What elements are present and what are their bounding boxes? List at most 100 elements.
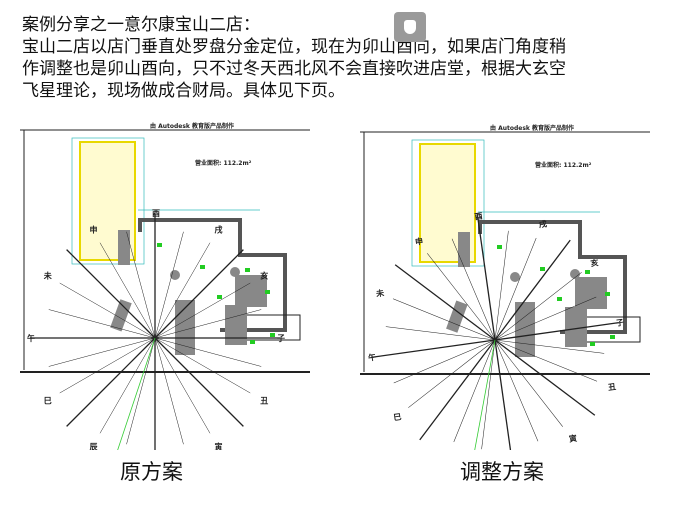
pillar [230, 267, 240, 277]
dimension-line [411, 139, 485, 267]
green-marker [610, 335, 615, 339]
compass-ray [48, 337, 156, 367]
compass-mark: 未 [43, 271, 52, 281]
watermark-text: 由 Autodesk 教育版产品制作 [490, 124, 574, 132]
compass-ray [494, 339, 514, 450]
green-marker [265, 290, 270, 294]
compass: 子丑寅卯辰巳午未申酉戌亥 [27, 209, 285, 450]
compass-ray [59, 282, 156, 339]
compass-ray [154, 337, 251, 394]
compass-mark: 酉 [474, 212, 483, 222]
display-table [110, 299, 132, 332]
compass-ray [392, 298, 496, 341]
compass-ray [494, 230, 509, 341]
compass-mark: 丑 [260, 397, 268, 406]
area-text: 营业面积: 112.2m² [535, 161, 592, 169]
compass-ray [126, 231, 156, 339]
green-marker [590, 342, 595, 346]
compass-ray [371, 339, 496, 359]
compass-ray [99, 337, 156, 434]
counter-wall [138, 218, 287, 332]
compass-ray [494, 339, 598, 382]
compass-ray [154, 337, 262, 367]
compass-ray [453, 339, 496, 443]
compass-ray [385, 326, 496, 341]
compass-ray [154, 231, 184, 339]
compass-ray [66, 249, 156, 339]
compass-mark: 亥 [260, 271, 268, 281]
compass-mark: 丑 [607, 382, 616, 392]
direction-line [471, 339, 496, 450]
compass-ray [154, 337, 244, 427]
caption-adjusted: 调整方案 [460, 460, 544, 484]
green-marker [497, 245, 502, 249]
green-marker [217, 295, 222, 299]
compass-ray [494, 272, 582, 341]
compass-mark: 辰 [90, 442, 98, 450]
green-marker [270, 333, 275, 337]
compass-ray [154, 282, 251, 339]
pillar [170, 270, 180, 280]
green-marker [605, 292, 610, 296]
compass-ray [494, 339, 563, 427]
green-marker [157, 243, 162, 247]
compass-ray [476, 216, 496, 341]
compass-ray [99, 242, 156, 339]
heading: 案例分享之一意尔康宝山二店： [22, 15, 260, 35]
compass-mark: 午 [27, 333, 35, 343]
green-marker [557, 297, 562, 301]
compass-ray [494, 239, 571, 341]
wall-block [458, 232, 470, 267]
wall-block [565, 307, 587, 347]
green-marker [200, 265, 205, 269]
compass-ray [419, 339, 496, 441]
direction-line [117, 337, 156, 450]
audio-icon[interactable] [394, 12, 426, 42]
wall-block [225, 305, 247, 345]
compass-ray [494, 339, 605, 354]
compass-ray [494, 237, 537, 341]
compass-ray [154, 337, 184, 445]
green-marker [250, 340, 255, 344]
compass-mark: 戌 [215, 225, 223, 235]
area-text: 营业面积: 112.2m² [195, 159, 252, 167]
compass: 子丑寅卯辰巳午未申酉戌亥 [368, 212, 624, 450]
pillar [570, 269, 580, 279]
compass-ray [494, 321, 619, 341]
intro-text: 案例分享之一意尔康宝山二店： 宝山二店以店门垂直处罗盘分金定位，现在为卯山酉向，… [22, 14, 682, 102]
caption-original: 原方案 [120, 460, 183, 484]
compass-mark: 巳 [393, 412, 402, 422]
body-line: 飞星理论，现场做成合财局。具体见下页。 [22, 81, 345, 101]
compass-mark: 午 [368, 352, 377, 363]
compass-mark: 巳 [44, 397, 52, 406]
compass-mark: 寅 [215, 441, 223, 450]
display-table [235, 275, 267, 307]
green-marker [245, 268, 250, 272]
compass-ray [451, 238, 496, 341]
wall-block [118, 230, 130, 265]
compass-ray [48, 309, 156, 339]
compass-mark: 寅 [568, 433, 577, 444]
compass-mark: 亥 [590, 257, 599, 268]
compass-ray [154, 309, 262, 339]
compass-ray [408, 339, 496, 408]
compass-mark: 未 [374, 288, 384, 299]
compass-ray [427, 253, 496, 341]
compass-ray [66, 337, 156, 427]
compass-ray [494, 339, 596, 416]
body-line: 作调整也是卯山酉向，只不过冬天西北风不会直接吹进店堂，根据大玄空 [22, 59, 566, 79]
compass-mark: 子 [277, 334, 285, 343]
compass-ray [393, 339, 496, 384]
compass-ray [394, 264, 496, 341]
compass-ray [154, 249, 244, 339]
compass-ray [59, 337, 156, 394]
compass-ray [154, 242, 211, 339]
pillar [510, 272, 520, 282]
compass-mark: 申 [90, 225, 98, 235]
green-marker [540, 267, 545, 271]
compass-ray [481, 339, 496, 450]
compass-mark: 酉 [152, 209, 160, 218]
green-marker [585, 270, 590, 274]
